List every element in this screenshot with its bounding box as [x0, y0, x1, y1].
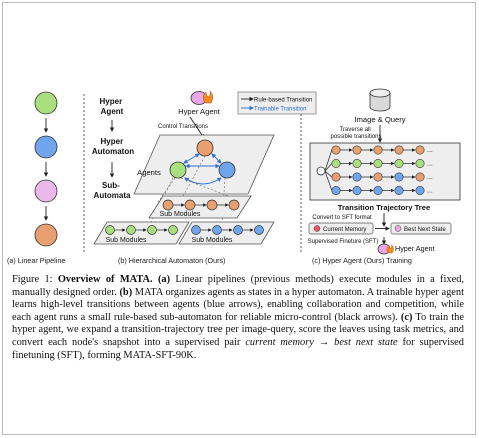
- tree-node: [331, 159, 341, 169]
- tree-node: [394, 186, 404, 196]
- tree-node: [331, 145, 341, 155]
- control-arrow: [189, 116, 205, 139]
- level-hyper-automaton: Hyper Automaton: [92, 137, 134, 156]
- sub-module-node: [168, 225, 178, 235]
- fire-icon: [203, 90, 213, 104]
- current-memory-label: Current Memory: [323, 227, 366, 233]
- sub-module-node: [126, 225, 136, 235]
- state-icon: [394, 225, 402, 232]
- database-icon: [369, 88, 391, 112]
- sub-module-node: [162, 199, 174, 211]
- figure-1: Hyper Agent Hyper Automaton Sub- Automat…: [34, 88, 461, 255]
- tree-edge: [324, 170, 333, 191]
- pipeline-module-green: [34, 91, 58, 115]
- trainable-transition: [211, 153, 222, 164]
- sub-automaton-plane: [148, 195, 252, 219]
- panel-b-hierarchical-automaton: Hyper Agent Hyper Automaton Sub- Automat…: [92, 90, 317, 245]
- tree-node: [373, 186, 383, 196]
- trajectory-tree: ............: [316, 145, 433, 196]
- sub-module-node: [184, 199, 196, 211]
- tree-node: [415, 145, 425, 155]
- agent-node-orange: [196, 139, 214, 157]
- memory-icon: [313, 225, 321, 232]
- sub-module-node: [147, 225, 157, 235]
- tree-node: [352, 145, 362, 155]
- sub-module-node: [254, 225, 264, 235]
- panel-a-linear-pipeline: [34, 91, 58, 247]
- tree-root-node: [316, 166, 326, 176]
- level-sub-automata: Sub- Automata: [94, 181, 131, 200]
- control-transitions-label: Control Transitions: [158, 124, 208, 130]
- tree-edge: [324, 170, 333, 178]
- sub-module-node: [105, 225, 115, 235]
- tree-node: [352, 172, 362, 182]
- best-next-state-label: Best Next State: [404, 227, 446, 233]
- tree-node: [352, 186, 362, 196]
- trainable-transition: [183, 153, 200, 164]
- pipeline-module-blue: [34, 135, 58, 159]
- sub-modules-label: Sub Modules: [192, 237, 233, 244]
- subcaption-b: (b) Hierarchical Automaton (Ours): [118, 256, 226, 265]
- subcaption-c: (c) Hyper Agent (Ours) Training: [312, 256, 412, 265]
- image-query-label: Image & Query: [354, 115, 405, 124]
- convert-label: Convert to SFT format: [312, 215, 372, 221]
- caption-title: Overview of MATA.: [57, 274, 153, 285]
- projection-line: [157, 177, 176, 203]
- sub-modules-label: Sub Modules: [160, 211, 201, 218]
- sub-modules-label: Sub Modules: [106, 237, 147, 244]
- tree-node: [352, 159, 362, 169]
- pipeline-module-pink: [34, 179, 58, 203]
- tree-ellipsis: ...: [427, 147, 433, 154]
- tree-node: [331, 172, 341, 182]
- sft-label: Supervised Fineture (SFT): [308, 239, 379, 245]
- trained-hyper-agent-label: Hyper Agent: [395, 244, 435, 253]
- tree-ellipsis: ...: [427, 174, 433, 181]
- tree-node: [331, 186, 341, 196]
- trainable-transition: [184, 177, 222, 185]
- panel-c-training: Image & Query Traverse all possible tran…: [308, 88, 461, 255]
- tree-node: [415, 186, 425, 196]
- agent-node-blue: [218, 161, 236, 179]
- current-memory-box: [308, 222, 374, 235]
- sub-automaton-plane: [178, 221, 275, 245]
- sub-module-node: [233, 225, 243, 235]
- sub-module-node: [212, 225, 222, 235]
- level-hyper-agent: Hyper Agent: [100, 97, 125, 116]
- sub-module-node: [228, 199, 240, 211]
- tree-node: [394, 172, 404, 182]
- tree-node: [415, 172, 425, 182]
- figure-caption: Figure 1: Overview of MATA. (a) Linear p…: [12, 274, 464, 361]
- tree-edge: [324, 149, 333, 172]
- tree-title: Transition Trajectory Tree: [338, 203, 430, 212]
- tree-ellipsis: ...: [427, 161, 433, 168]
- legend-rule-based: Rule-based Transition: [254, 98, 312, 104]
- tree-node: [373, 172, 383, 182]
- page-border: [2, 2, 476, 435]
- sub-module-node: [191, 225, 201, 235]
- best-next-state-box: [390, 222, 452, 235]
- tree-edge: [324, 163, 333, 172]
- tree-node: [415, 159, 425, 169]
- sub-module-node: [206, 199, 218, 211]
- transition-legend: [237, 91, 317, 115]
- hyper-agent-label: Hyper Agent: [178, 107, 221, 116]
- traverse-label: Traverse all possible transitions: [330, 127, 381, 140]
- agent-node-green: [169, 161, 187, 179]
- tree-node: [373, 145, 383, 155]
- tree-node: [394, 145, 404, 155]
- sub-automaton-plane: [93, 221, 190, 245]
- tree-ellipsis: ...: [427, 188, 433, 195]
- legend-trainable: Trainable Transition: [254, 107, 306, 113]
- tree-node: [394, 159, 404, 169]
- tree-node: [373, 159, 383, 169]
- pipeline-module-orange: [34, 223, 58, 247]
- projection-line: [179, 155, 206, 203]
- subcaption-a: (a) Linear Pipeline: [7, 256, 66, 265]
- fire-icon: [386, 243, 394, 254]
- agents-label: Agents: [137, 168, 161, 177]
